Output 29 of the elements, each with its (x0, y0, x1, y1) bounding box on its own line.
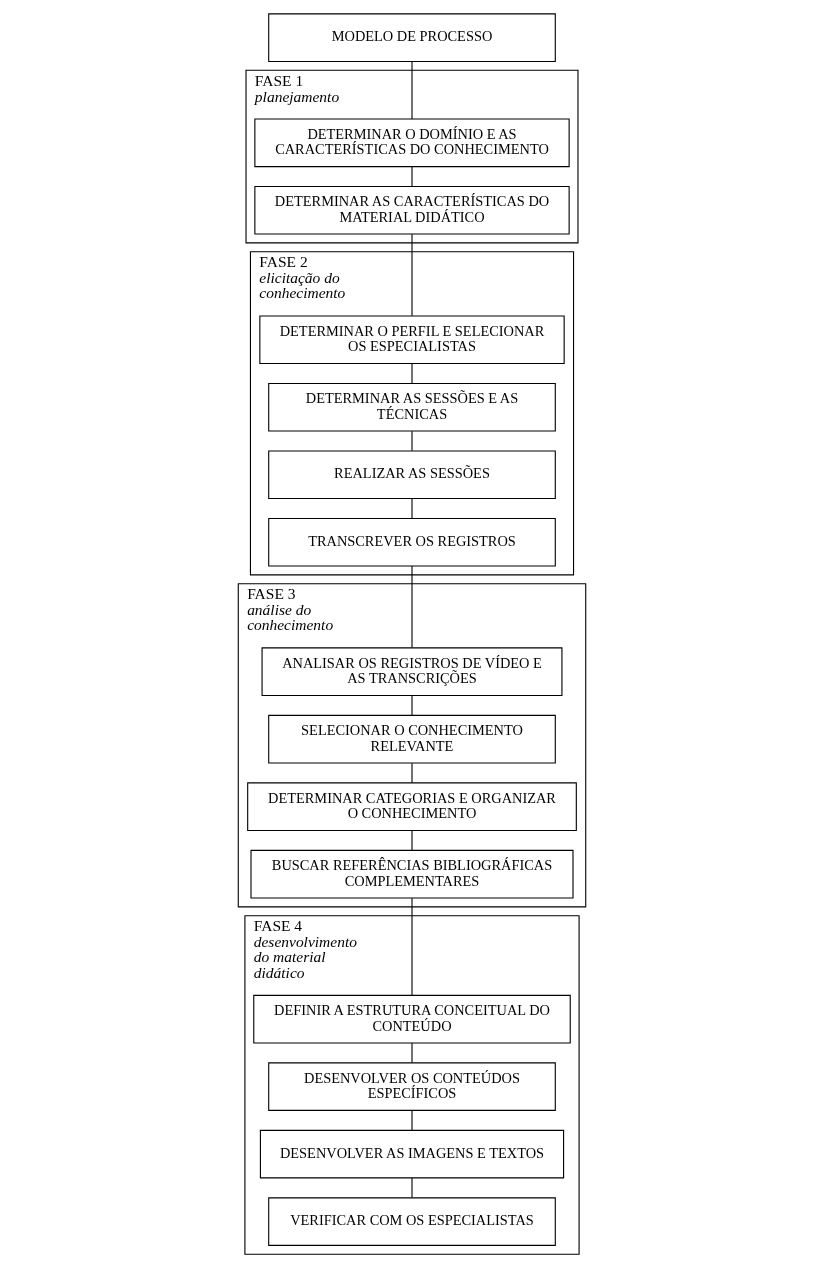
connector (410, 762, 413, 784)
connector (410, 498, 413, 519)
connector (410, 695, 413, 716)
node-box: DEFINIR A ESTRUTURA CONCEITUAL DO CONTEÚDO (252, 994, 571, 1044)
connector (410, 233, 413, 317)
connector (410, 363, 413, 384)
node-box: DETERMINAR O DOMÍNIO E AS CARACTERÍSTICAS DO CONHECIMENTO (253, 118, 570, 168)
node-box: DETERMINAR CATEGORIAS E ORGANIZAR O CONHECIMENTO (246, 782, 577, 832)
node-box: TRANSCREVER OS REGISTROS (267, 517, 556, 567)
node-box: BUSCAR REFERÊNCIAS BIBLIOGRÁFICAS COMPLEMENTARES (249, 849, 574, 899)
node-box: DESENVOLVER AS IMAGENS E TEXTOS (259, 1129, 564, 1179)
node-box: MODELO DE PROCESSO (267, 13, 556, 62)
node-box: REALIZAR AS SESSÕES (267, 450, 556, 500)
connector (410, 61, 413, 120)
node-box: ANALISAR OS REGISTROS DE VÍDEO E AS TRANSCRIÇÕES (261, 647, 562, 697)
node-box: DETERMINAR AS SESSÕES E AS TÉCNICAS (267, 382, 556, 432)
connector (410, 830, 413, 851)
connector (410, 565, 413, 649)
node-box: DETERMINAR O PERFIL E SELECIONAR OS ESPECIALISTAS (258, 315, 565, 365)
node-box: DESENVOLVER OS CONTEÚDOS ESPECÍFICOS (267, 1062, 556, 1111)
connector (410, 166, 413, 187)
connector (410, 1177, 413, 1199)
connector (410, 1042, 413, 1064)
connector (410, 897, 413, 996)
node-box: SELECIONAR O CONHECIMENTO RELEVANTE (267, 714, 556, 764)
connector (410, 430, 413, 452)
node-box: VERIFICAR COM OS ESPECIALISTAS (267, 1197, 556, 1246)
connector (410, 1110, 413, 1131)
node-box: DETERMINAR AS CARACTERÍSTICAS DO MATERIAL DIDÁTICO (253, 185, 570, 235)
